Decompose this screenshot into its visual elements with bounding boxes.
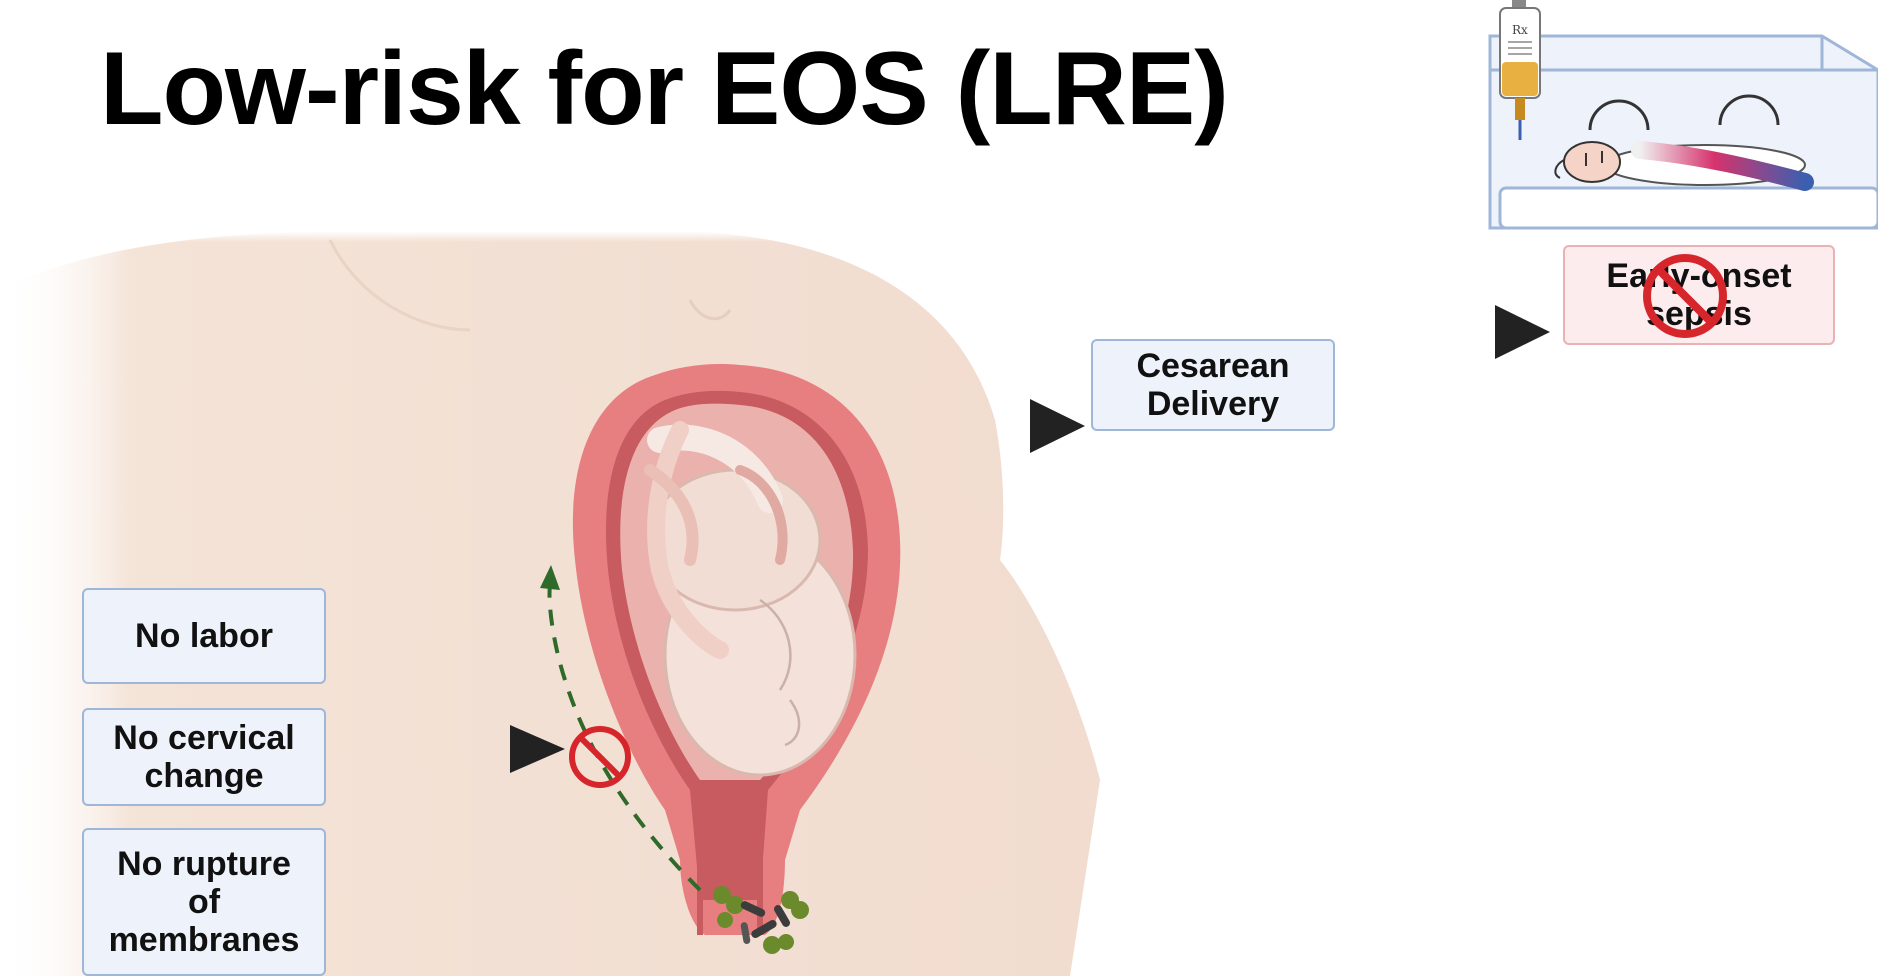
no-rupture-line-2: of [109, 883, 300, 921]
no-entry-icon [1640, 251, 1730, 341]
no-labor-box: No labor [82, 588, 326, 684]
incubator-icon: Rx [1490, 0, 1878, 228]
no-rupture-box: No rupture of membranes [82, 828, 326, 976]
no-rupture-line-1: No rupture [109, 845, 300, 883]
page-title: Low-risk for EOS (LRE) [100, 30, 1228, 149]
no-rupture-line-3: membranes [109, 921, 300, 959]
no-labor-label: No labor [135, 617, 273, 655]
no-cervical-change-box: No cervical change [82, 708, 326, 806]
cesarean-line-1: Cesarean [1136, 347, 1289, 385]
cesarean-delivery-box: Cesarean Delivery [1091, 339, 1335, 431]
no-cervical-change-line-2: change [113, 757, 294, 795]
cesarean-line-2: Delivery [1136, 385, 1289, 423]
arrow-right-icon [1335, 305, 1550, 359]
no-cervical-change-line-1: No cervical [113, 719, 294, 757]
iv-bag-label: Rx [1512, 23, 1528, 37]
